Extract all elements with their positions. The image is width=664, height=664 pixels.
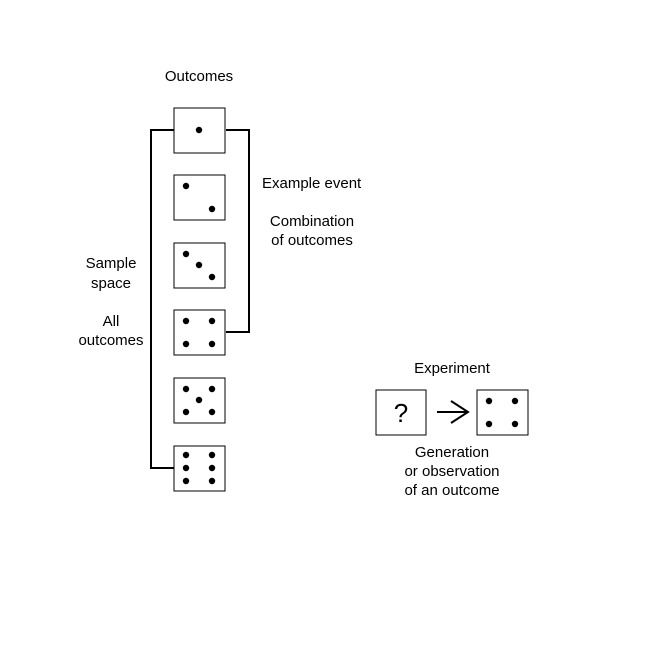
die-pip xyxy=(208,464,216,472)
sample-space-bracket xyxy=(150,129,175,469)
die-pip xyxy=(182,340,190,348)
question-mark-icon: ? xyxy=(394,398,408,428)
die-pip xyxy=(182,250,190,258)
sample-space-description-1: All xyxy=(103,313,120,330)
die-pip xyxy=(195,396,203,404)
die-pip xyxy=(182,408,190,416)
experiment-title: Experiment xyxy=(414,360,491,377)
die-pip xyxy=(208,205,216,213)
sample-space-description-2: outcomes xyxy=(78,332,143,349)
die-pip xyxy=(511,420,519,428)
die-frame xyxy=(173,174,226,221)
die-face-4 xyxy=(173,309,226,356)
die-pip xyxy=(208,451,216,459)
sample-space-title-1: Sample xyxy=(86,255,137,272)
experiment-description-1: Generation xyxy=(415,444,489,461)
example-event-description-2: of outcomes xyxy=(271,232,353,249)
die-pip xyxy=(208,273,216,281)
die-face-6 xyxy=(173,445,226,492)
die-pip xyxy=(182,464,190,472)
die-pip xyxy=(511,397,519,405)
die-pip xyxy=(208,340,216,348)
experiment-description-2: or observation xyxy=(404,463,499,480)
die-pip xyxy=(208,408,216,416)
outcome-dice-column xyxy=(173,107,226,492)
unknown-outcome-box xyxy=(375,389,427,436)
die-pip xyxy=(182,451,190,459)
die-pip xyxy=(208,385,216,393)
die-pip xyxy=(485,397,493,405)
example-event-title: Example event xyxy=(262,175,362,192)
die-face-4-result xyxy=(476,389,529,436)
die-frame xyxy=(173,309,226,356)
experiment-result-die xyxy=(476,389,529,436)
die-pip xyxy=(182,385,190,393)
experiment-description-3: of an outcome xyxy=(404,482,499,499)
die-pip xyxy=(208,317,216,325)
sample-space-title-2: space xyxy=(91,275,131,292)
die-face-1 xyxy=(173,107,226,154)
die-pip xyxy=(182,182,190,190)
die-pip xyxy=(485,420,493,428)
example-event-bracket xyxy=(226,129,250,333)
outcomes-heading: Outcomes xyxy=(165,68,233,85)
die-face-2 xyxy=(173,174,226,221)
die-pip xyxy=(182,317,190,325)
die-pip xyxy=(208,477,216,485)
die-pip xyxy=(195,261,203,269)
right-arrow-icon xyxy=(437,400,470,424)
die-face-3 xyxy=(173,242,226,289)
die-frame xyxy=(173,445,226,492)
die-frame xyxy=(476,389,529,436)
die-pip xyxy=(195,126,203,134)
example-event-description-1: Combination xyxy=(270,213,354,230)
die-face-5 xyxy=(173,377,226,424)
die-pip xyxy=(182,477,190,485)
